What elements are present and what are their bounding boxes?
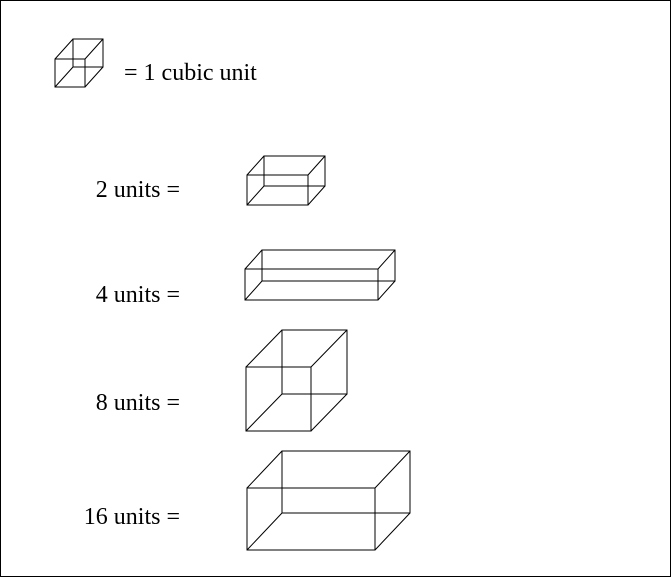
row-label-4-units: 4 units = xyxy=(95,282,180,308)
prism-4-units xyxy=(244,249,396,301)
legend-text: = 1 cubic unit xyxy=(124,60,257,86)
prism-2-units xyxy=(246,155,326,206)
row-label-8-units: 8 units = xyxy=(95,390,180,416)
prism-16-units xyxy=(246,450,411,551)
unit-cube-icon xyxy=(54,38,104,88)
row-label-16-units: 16 units = xyxy=(83,504,180,530)
prism-8-units xyxy=(245,329,348,432)
row-label-2-units: 2 units = xyxy=(95,177,180,203)
